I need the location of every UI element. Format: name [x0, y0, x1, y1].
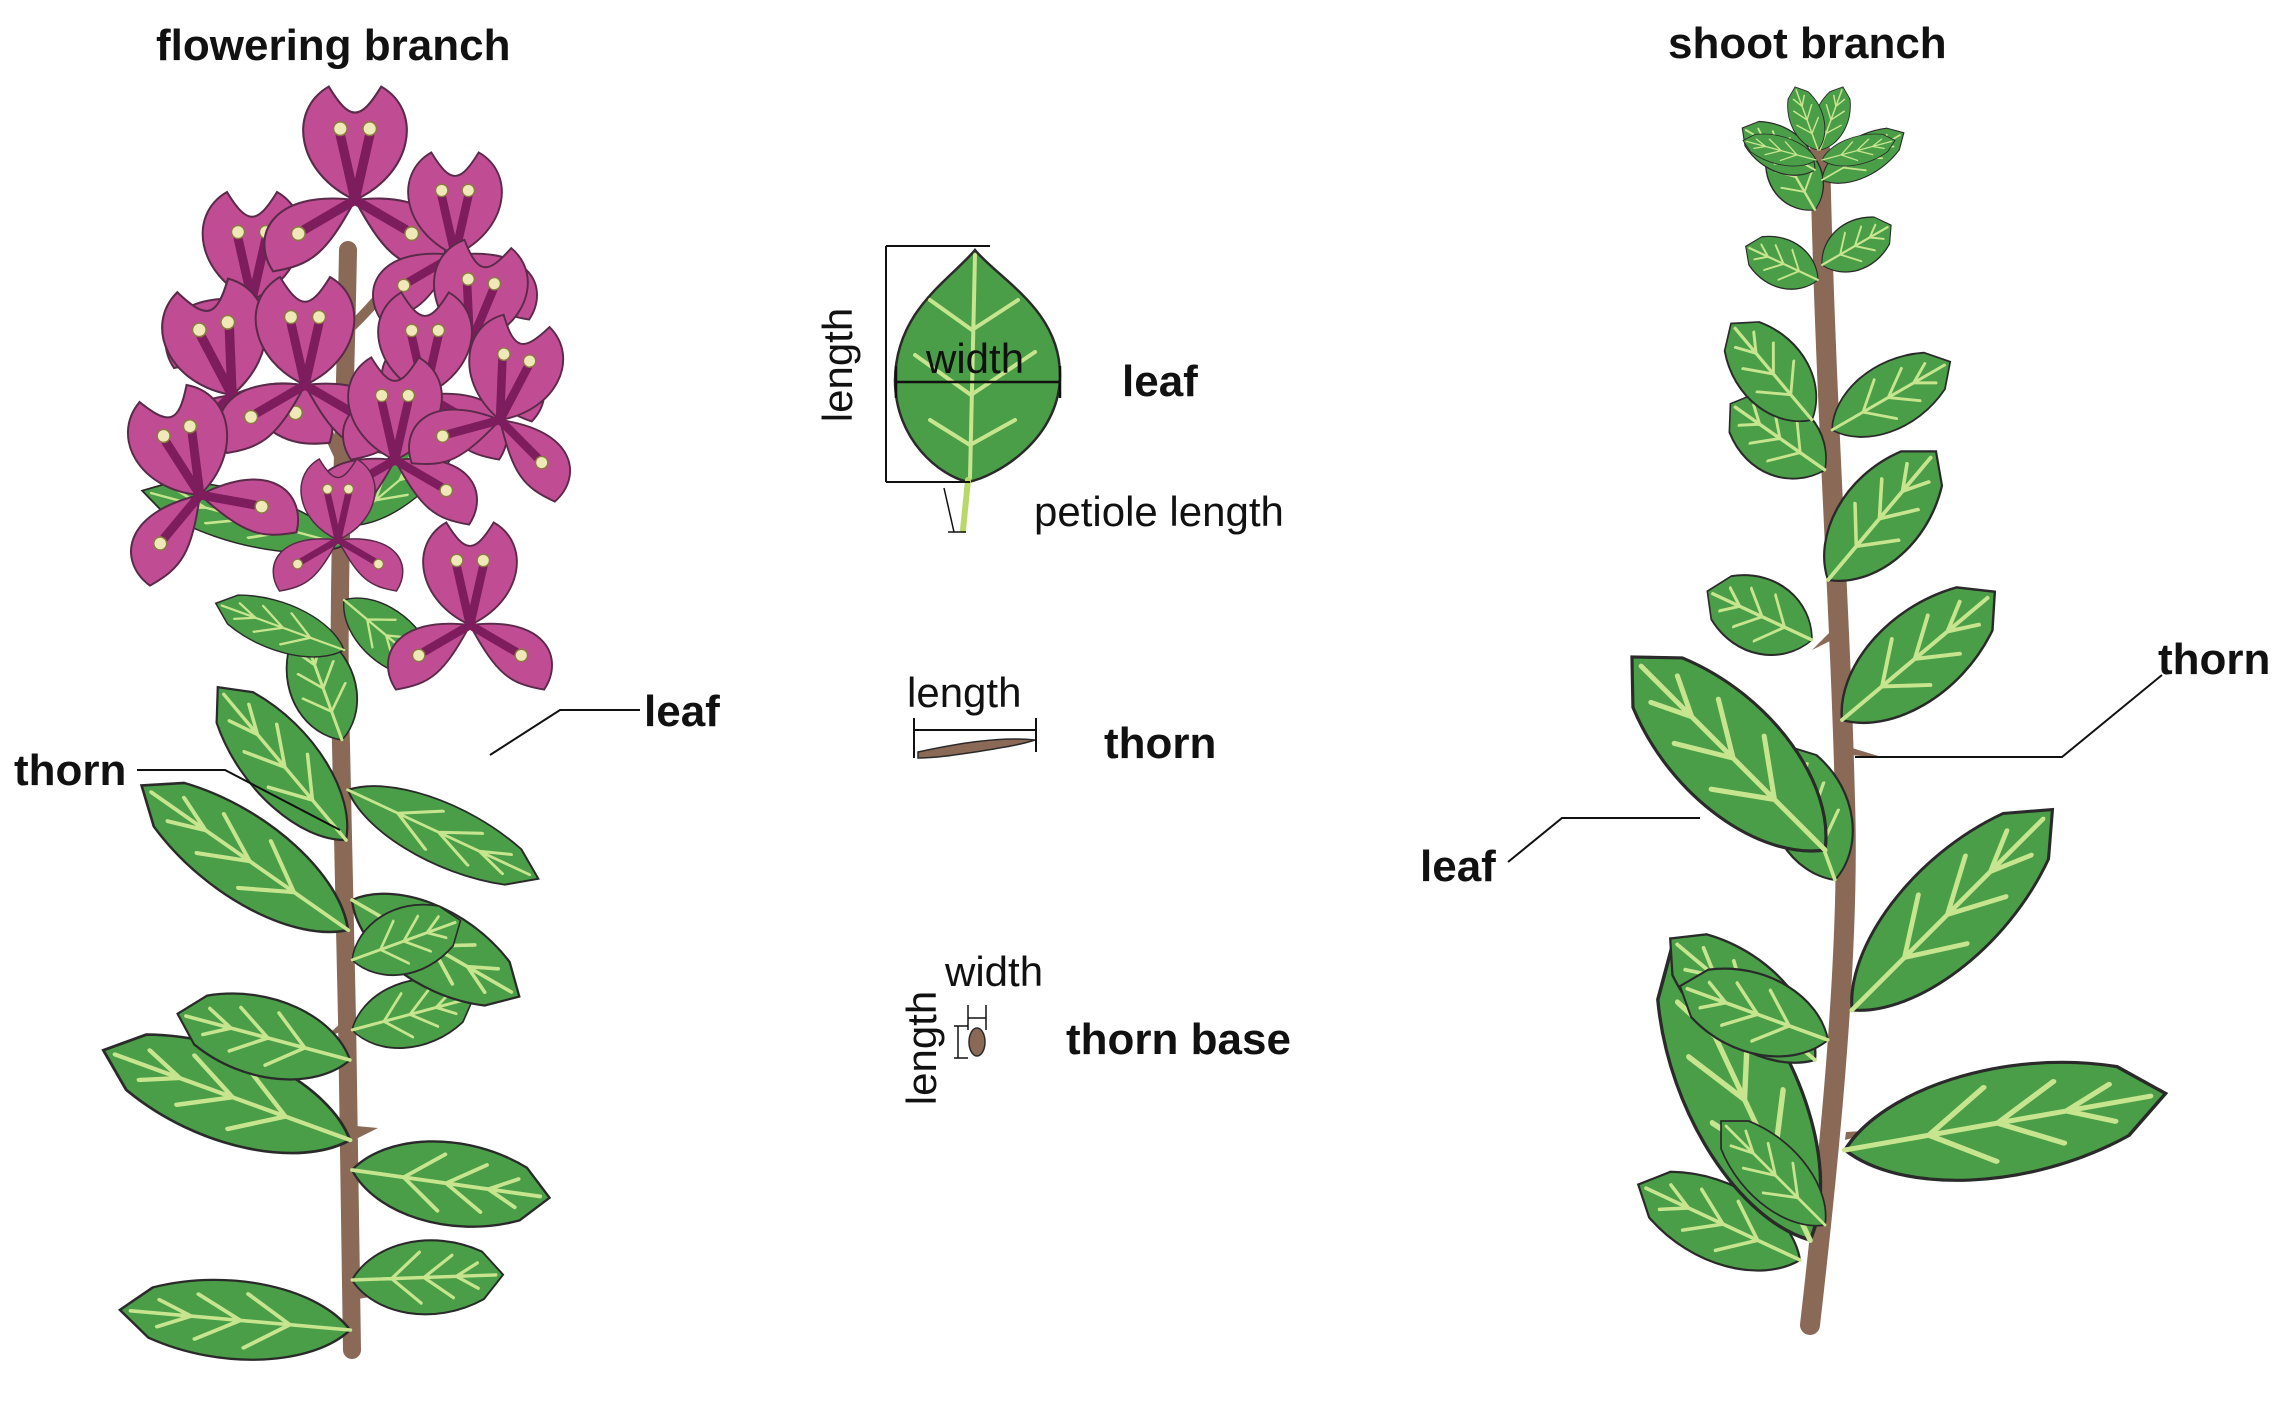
thorn-shape	[917, 738, 1036, 759]
thorn-diagram-label: thorn	[1104, 719, 1217, 768]
leaf-measurement-diagram	[885, 245, 1062, 533]
thorn-base-length-label: length	[898, 990, 945, 1106]
flowering-leaf-pointer	[489, 709, 640, 756]
leaf-width-label: width	[926, 335, 1025, 382]
thorn-length-dimension	[913, 718, 1037, 758]
flowering-thorn-pointer	[137, 769, 341, 831]
flowering-thorn-label: thorn	[14, 746, 127, 795]
shoot-stem	[1800, 140, 1856, 1335]
flowering-branch-title: flowering branch	[156, 21, 511, 70]
petiole-length-label: petiole length	[1034, 488, 1284, 535]
petiole-length-dimension	[943, 487, 966, 533]
shoot-leaf-label: leaf	[1420, 842, 1496, 891]
shoot-thorn-label: thorn	[2158, 635, 2271, 684]
thorn-base-width-dimension	[967, 1005, 987, 1030]
thorn-base-measurement-diagram	[954, 1005, 987, 1059]
leaf-diagram-label: leaf	[1122, 357, 1198, 406]
shoot-leaves	[1594, 80, 2175, 1298]
thorn-base-length-dimension	[954, 1025, 968, 1059]
shoot-thorn-pointer	[1855, 674, 2163, 758]
leaf-width-dimension	[894, 366, 1062, 398]
shoot-leaf-pointer	[1507, 817, 1700, 863]
shoot-branch-title: shoot branch	[1668, 19, 1947, 68]
flowering-leaf-label: leaf	[644, 687, 720, 736]
leaf-length-label: length	[814, 307, 861, 423]
thorn-base-shape	[968, 1027, 986, 1057]
thorn-base-diagram-label: thorn base	[1066, 1015, 1291, 1064]
petiole	[960, 477, 971, 533]
thorn-length-label: length	[907, 669, 1022, 716]
shoot-branch-illustration	[1507, 80, 2175, 1335]
flowering-branch-illustration	[82, 87, 640, 1369]
leaf-length-dimension	[885, 245, 990, 483]
thorn-measurement-diagram	[913, 718, 1037, 759]
thorn-base-width-label: width	[945, 948, 1044, 995]
